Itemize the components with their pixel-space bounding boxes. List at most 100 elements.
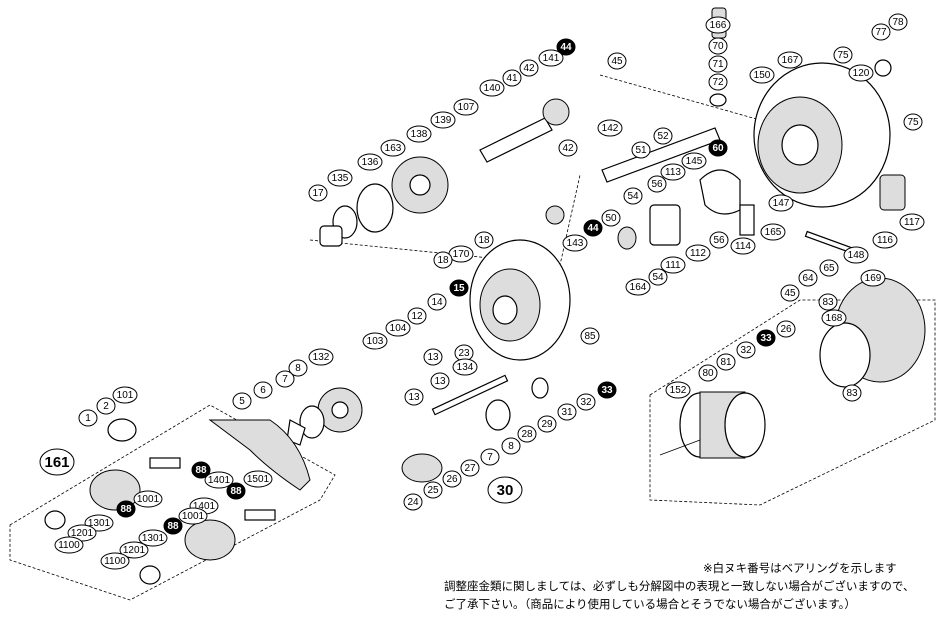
part-number: 72 (712, 77, 724, 88)
part-number: 152 (670, 385, 687, 396)
label-ellipse (583, 219, 603, 237)
part-number: 52 (657, 131, 669, 142)
part-label-165: 165 (760, 223, 786, 241)
part-label-167: 167 (777, 51, 803, 69)
part-label-75: 75 (833, 46, 853, 64)
part-label-42: 42 (558, 139, 578, 157)
main-gear (319, 156, 449, 247)
part-number: 14 (431, 297, 443, 308)
star-drag (286, 387, 363, 446)
label-ellipse (288, 359, 308, 377)
part-label-45: 45 (780, 284, 800, 302)
label-ellipse (116, 500, 136, 518)
label-ellipse (538, 49, 564, 67)
label-ellipse (685, 244, 711, 262)
part-number: 165 (765, 227, 782, 238)
adjustment-washer-note-line1: 調整座金類に関しましては、必ずしも分解図中の表現と一致しない場合がございますので… (444, 579, 915, 593)
label-ellipse (819, 259, 839, 277)
part-label-7: 7 (275, 370, 295, 388)
part-number: 81 (720, 357, 732, 368)
part-number: 18 (478, 235, 490, 246)
part-label-120: 120 (848, 64, 874, 82)
part-number: 1201 (71, 528, 94, 539)
part-label-56: 56 (709, 231, 729, 249)
part-number: 166 (710, 20, 727, 31)
part-label-85: 85 (580, 327, 600, 345)
part-label-70: 70 (708, 37, 728, 55)
part-label-103: 103 (362, 332, 388, 350)
part-label-1001: 1001 (133, 490, 163, 508)
label-ellipse (423, 481, 443, 499)
label-ellipse (430, 111, 456, 129)
part-label-145: 145 (681, 152, 707, 170)
part-number: 1301 (142, 533, 165, 544)
part-number: 83 (822, 297, 834, 308)
part-label-27: 27 (460, 459, 480, 477)
part-label-1501: 1501 (243, 470, 273, 488)
part-number: 26 (446, 474, 458, 485)
part-label-60: 60 (708, 139, 728, 157)
pinion-shaft (479, 98, 721, 183)
part-number: 42 (562, 143, 574, 154)
part-label-42: 42 (519, 59, 539, 77)
part-number: 132 (313, 352, 330, 363)
label-ellipse (860, 269, 886, 287)
part-number: 56 (651, 179, 663, 190)
label-ellipse (833, 46, 853, 64)
part-label-7: 7 (480, 448, 500, 466)
part-number: 5 (239, 396, 245, 407)
part-label-113: 113 (660, 163, 686, 181)
label-ellipse (133, 490, 163, 508)
part-label-88: 88 (226, 482, 246, 500)
part-number: 1201 (123, 545, 146, 556)
part-label-170: 170 (448, 245, 474, 263)
part-label-51: 51 (631, 141, 651, 159)
label-ellipse (100, 552, 130, 570)
side-plate-left (469, 239, 571, 361)
label-ellipse (821, 309, 847, 327)
label-ellipse (708, 37, 728, 55)
label-ellipse (665, 381, 691, 399)
label-ellipse (818, 293, 838, 311)
part-label-32: 32 (576, 393, 596, 411)
part-number: 143 (567, 238, 584, 249)
part-label-29: 29 (537, 415, 557, 433)
part-number: 56 (713, 235, 725, 246)
label-ellipse (275, 370, 295, 388)
part-number: 101 (117, 390, 134, 401)
label-ellipse (112, 386, 138, 404)
part-number: 7 (487, 452, 493, 463)
part-number: 88 (230, 486, 242, 497)
part-label-18: 18 (474, 231, 494, 249)
part-label-88: 88 (116, 500, 136, 518)
part-label-83: 83 (842, 384, 862, 402)
label-ellipse (562, 234, 588, 252)
part-number: 88 (120, 504, 132, 515)
part-label-24: 24 (403, 493, 423, 511)
part-number: 140 (484, 83, 501, 94)
part-number: 75 (837, 50, 849, 61)
part-label-104: 104 (385, 319, 411, 337)
label-ellipse (119, 541, 149, 559)
part-number: 13 (408, 392, 420, 403)
label-ellipse (191, 461, 211, 479)
part-number: 30 (497, 482, 514, 499)
label-ellipse (736, 341, 756, 359)
label-ellipse (427, 293, 447, 311)
part-number: 64 (802, 273, 814, 284)
label-ellipse (308, 348, 334, 366)
label-ellipse (138, 529, 168, 547)
part-label-138: 138 (406, 125, 432, 143)
part-label-152: 152 (665, 381, 691, 399)
part-label-1001: 1001 (178, 507, 208, 525)
part-number: 65 (823, 263, 835, 274)
part-label-135: 135 (327, 169, 353, 187)
part-number: 163 (385, 143, 402, 154)
part-number: 26 (780, 324, 792, 335)
label-ellipse (479, 79, 505, 97)
part-label-1301: 1301 (138, 529, 168, 547)
part-label-150: 150 (749, 66, 775, 84)
part-number: 134 (457, 362, 474, 373)
part-number: 51 (635, 145, 647, 156)
